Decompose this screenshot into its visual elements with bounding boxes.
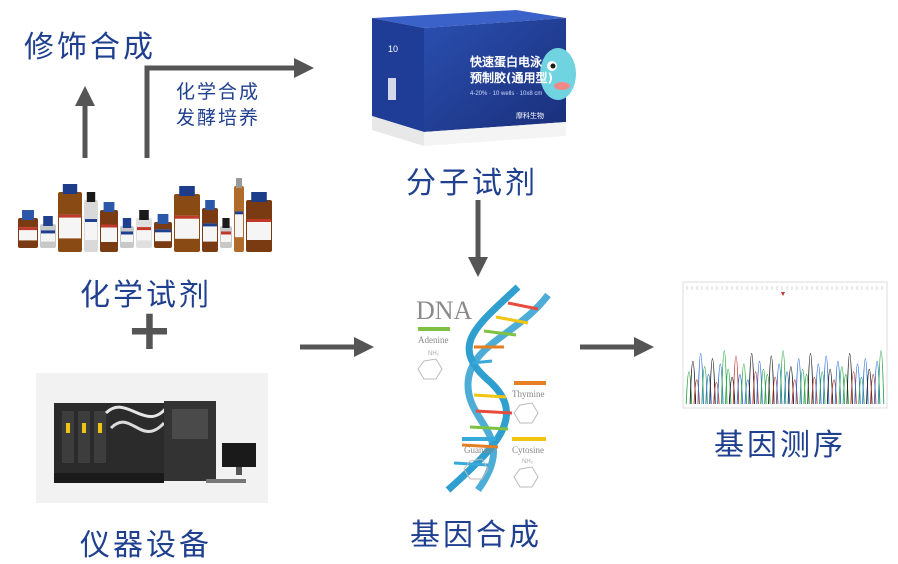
reagent-bottle [18, 210, 38, 248]
label-chemical-synthesis: 化学合成 [176, 81, 261, 103]
sequencing-chromatogram [682, 281, 888, 409]
product-box-number: 10 [388, 44, 398, 54]
chromatogram-peak [693, 379, 700, 405]
chromatogram-peak [850, 371, 857, 405]
chromatogram-peak [791, 379, 798, 405]
dna-nh2-c: NH₂ [522, 459, 534, 465]
chromatogram-peak [858, 377, 865, 405]
reagent-bottle [234, 178, 244, 252]
reagent-bottle [136, 210, 152, 248]
reagent-bottle [100, 202, 118, 252]
chromatogram-peak [685, 371, 693, 405]
chromatogram-peak [842, 374, 849, 405]
chromatogram-peak [877, 350, 885, 405]
dna-illustration: DNA Adenine NH₂ Thymine Guanine Cytosine… [408, 284, 558, 495]
chromatogram-peak [744, 379, 751, 405]
arrow-to-molecular-reagents [144, 58, 314, 158]
chromatogram-peak [736, 374, 744, 405]
chromatogram-peak [830, 379, 838, 405]
chromatogram-peak [775, 363, 783, 405]
reagent-bottle [40, 216, 56, 248]
reagent-bottle [84, 192, 98, 252]
dna-nh2-a: NH₂ [428, 351, 440, 357]
dna-title: DNA [416, 296, 473, 325]
reagent-bottle [202, 200, 218, 252]
chromatogram-peak [873, 361, 881, 405]
chromatogram-peak [807, 352, 814, 405]
dna-thymine: Thymine [512, 389, 545, 399]
product-box-title-1: 快速蛋白电泳 [470, 54, 543, 69]
reagent-bottles-image [18, 178, 272, 252]
reagent-bottle [174, 186, 200, 252]
product-box-title-2: 预制胶(通用型) [470, 70, 553, 85]
dna-guanine: Guanine [464, 445, 495, 455]
reagent-bottle [246, 192, 272, 252]
label-chemical-reagents: 化学试剂 [80, 278, 212, 313]
dna-adenine: Adenine [418, 335, 449, 345]
label-instruments: 仪器设备 [80, 528, 212, 563]
chromatogram-peak [709, 358, 716, 405]
chromatogram-peak [803, 374, 810, 405]
label-gene-synthesis: 基因合成 [410, 518, 542, 553]
label-fermentation: 发酵培养 [176, 107, 261, 129]
chromatogram-peak [713, 382, 720, 405]
chromatogram-peak [752, 371, 759, 405]
product-box-brand: 摩科生物 [516, 111, 544, 120]
chromatogram-peak [772, 377, 779, 405]
plus-sign: + [126, 298, 173, 363]
chromatogram-peak [811, 377, 818, 405]
product-box-spec: 4-20% · 10 wells · 10x8 cm [470, 91, 542, 97]
label-molecular-reagents: 分子试剂 [406, 166, 538, 201]
product-box-image: 10 快速蛋白电泳 预制胶(通用型) 4-20% · 10 wells · 10… [372, 10, 576, 146]
reagent-bottle [220, 218, 232, 248]
chromatogram-peak [819, 371, 826, 405]
reagent-bottle [58, 184, 82, 252]
label-gene-sequencing: 基因测序 [714, 428, 846, 463]
label-modification-synthesis: 修饰合成 [24, 30, 156, 65]
chromatogram-peak [705, 374, 712, 405]
chromatogram-peak [783, 371, 791, 405]
chromatogram-peak [764, 374, 771, 405]
chromatogram-peak [870, 374, 877, 405]
instrument-image [36, 373, 268, 503]
reagent-bottle [120, 218, 134, 248]
reagent-bottle [154, 214, 172, 248]
chromatogram-peak [717, 363, 724, 405]
chromatogram-peak [728, 377, 736, 405]
dna-cytosine: Cytosine [512, 445, 544, 455]
